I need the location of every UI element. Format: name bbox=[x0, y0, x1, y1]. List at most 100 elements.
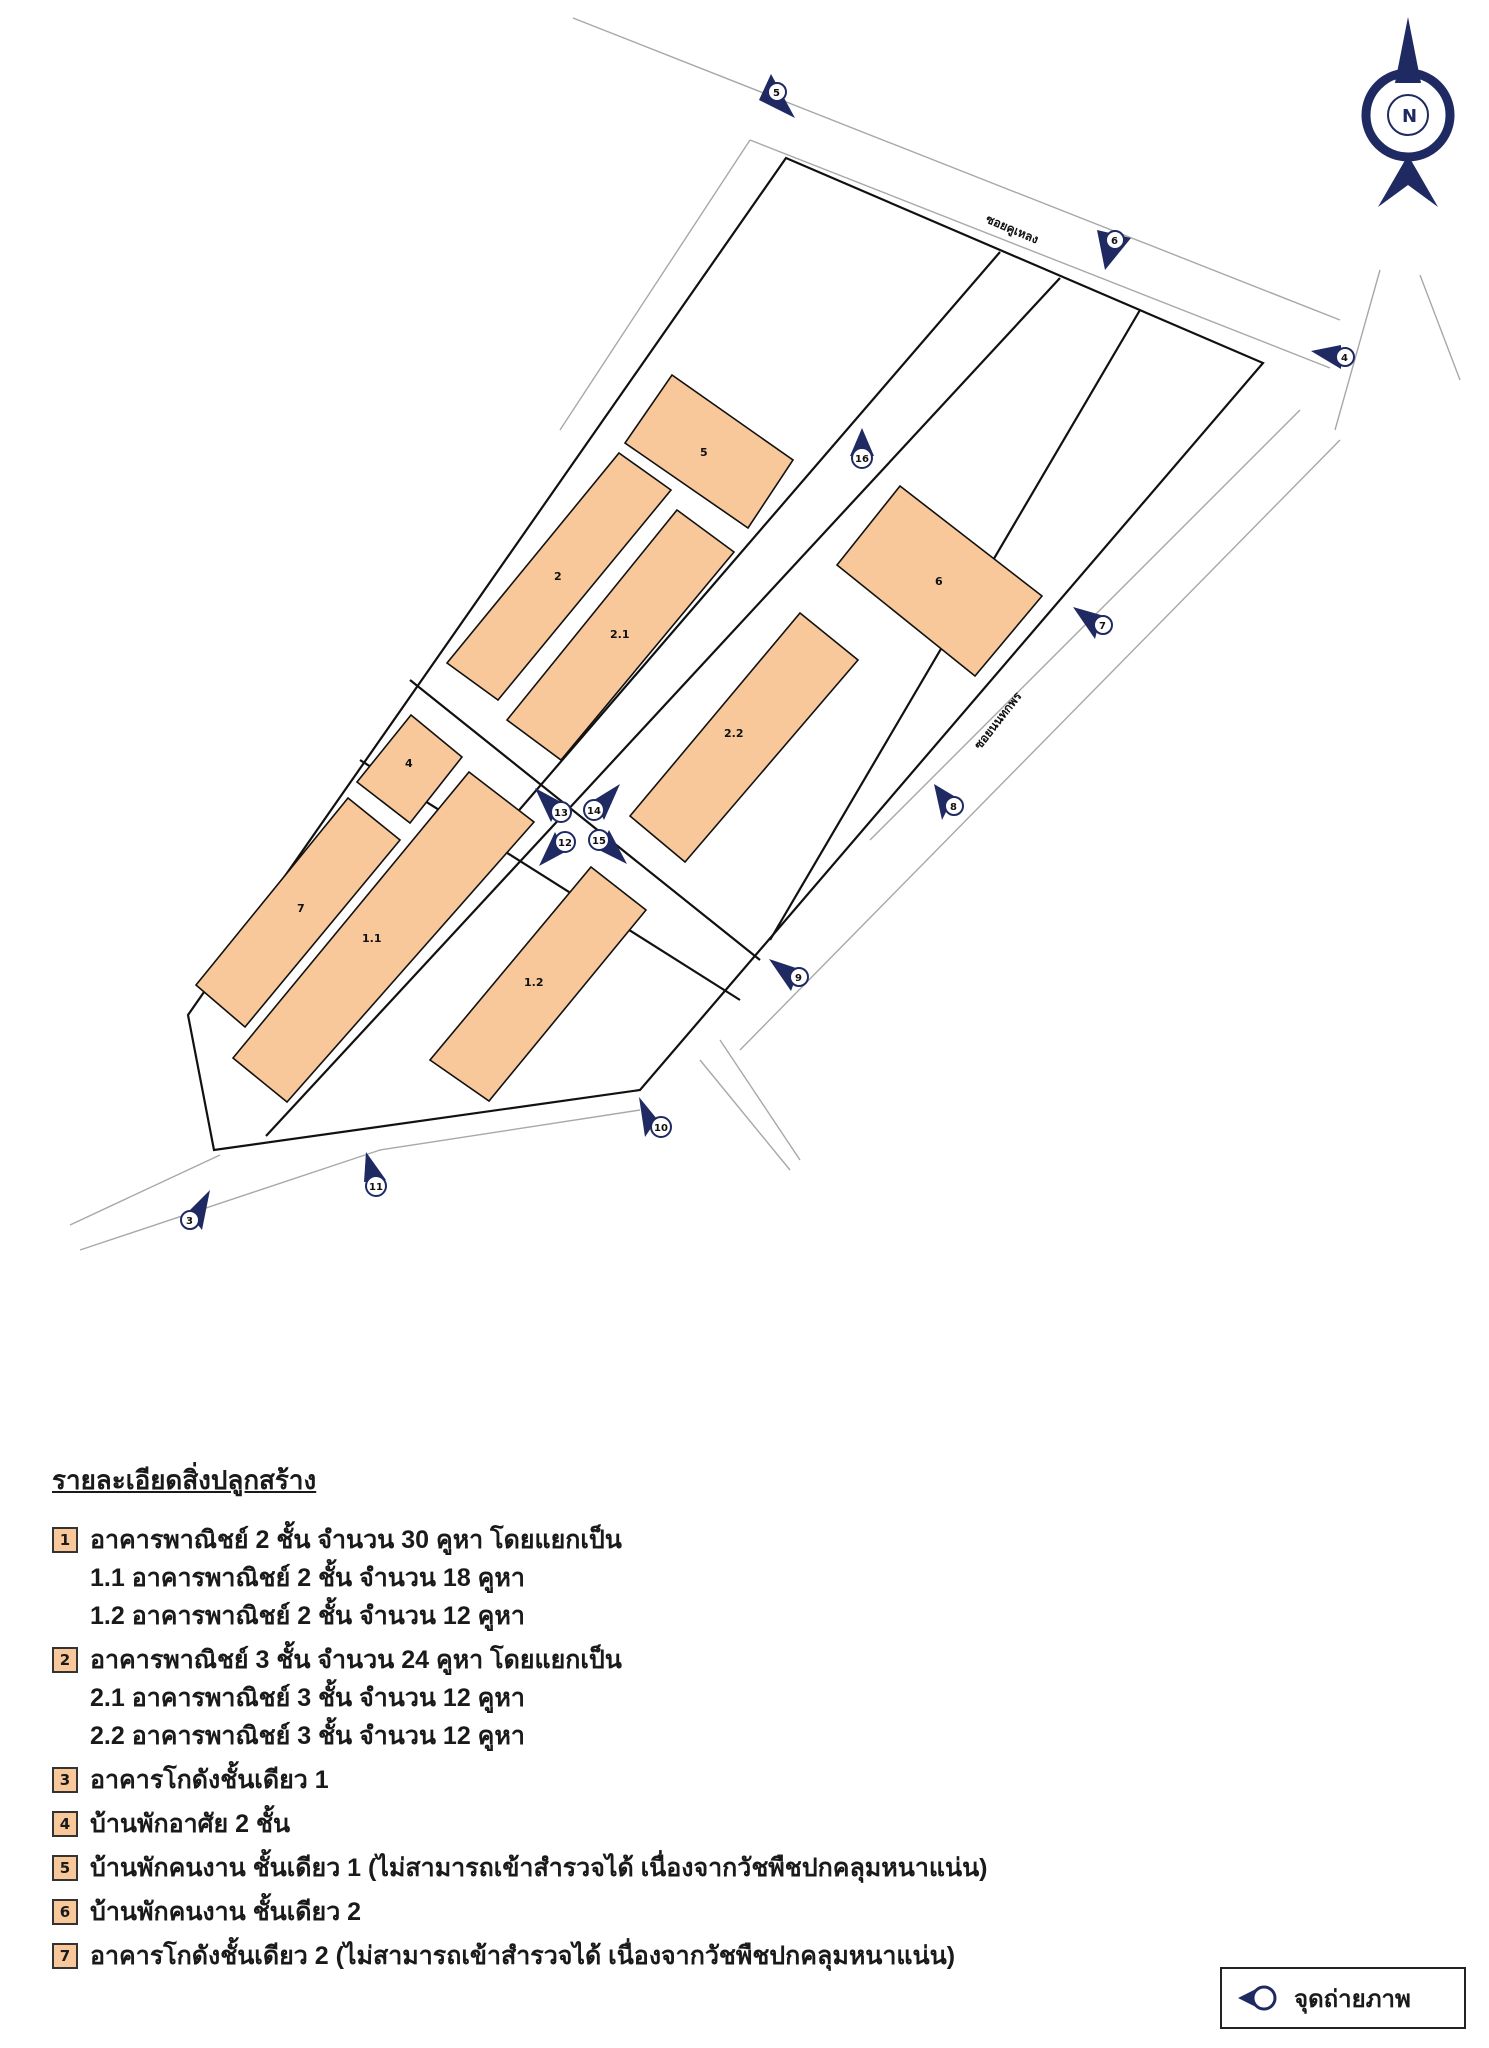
photo-point-9[interactable]: 9 bbox=[769, 959, 809, 991]
building-5[interactable] bbox=[623, 373, 795, 530]
svg-text:16: 16 bbox=[855, 454, 869, 465]
svg-text:13: 13 bbox=[554, 808, 568, 819]
west-edge-road bbox=[559, 139, 751, 431]
building-4-label: 4 bbox=[405, 757, 413, 770]
compass-tail bbox=[1378, 155, 1438, 207]
photo-point-4[interactable]: 4 bbox=[1311, 345, 1355, 369]
legend-num-4: 4 bbox=[52, 1811, 78, 1837]
compass-center bbox=[1387, 94, 1429, 136]
building-7-label: 7 bbox=[297, 902, 305, 915]
photo-point-14[interactable]: 14 bbox=[583, 784, 620, 821]
photo-point-6[interactable]: 6 bbox=[1097, 230, 1131, 270]
photo-point-8[interactable]: 8 bbox=[934, 784, 964, 820]
south-road-bottom-edge bbox=[79, 1109, 641, 1251]
legend-num-2: 2 bbox=[52, 1647, 78, 1673]
legend-label-4: บ้านพักอาศัย 2 ชั้น bbox=[90, 1810, 291, 1838]
legend-num-6: 6 bbox=[52, 1899, 78, 1925]
southeast-street-b bbox=[719, 1039, 801, 1161]
legend-title: รายละเอียดสิ่งปลูกสร้าง bbox=[52, 1465, 317, 1495]
svg-text:15: 15 bbox=[592, 836, 606, 847]
building-1-1[interactable] bbox=[231, 770, 536, 1104]
parcel-line-cross-1 bbox=[409, 679, 761, 961]
north-road-top-edge bbox=[572, 17, 1341, 321]
side-street-east-b bbox=[1419, 274, 1461, 381]
east-road-upper-edge bbox=[869, 409, 1301, 841]
legend-label-6: บ้านพักคนงาน ชั้นเดียว 2 bbox=[90, 1898, 362, 1926]
legend-num-1: 1 bbox=[52, 1527, 78, 1553]
parcel-line-b bbox=[265, 277, 1061, 1137]
photo-points: 5 6 4 16 7 8 9 bbox=[180, 74, 1355, 1230]
legend-label-5: บ้านพักคนงาน ชั้นเดียว 1 (ไม่สามารถเข้าส… bbox=[90, 1854, 988, 1882]
compass-north-arrow bbox=[1395, 17, 1421, 83]
photo-point-5[interactable]: 5 bbox=[759, 74, 795, 118]
building-2[interactable] bbox=[445, 451, 673, 702]
legend-label-1: อาคารพาณิชย์ 2 ชั้น จำนวน 30 คูหา โดยแยก… bbox=[90, 1526, 622, 1554]
legend-label-7: อาคารโกดังชั้นเดียว 2 (ไม่สามารถเข้าสำรว… bbox=[90, 1942, 956, 1970]
legend: รายละเอียดสิ่งปลูกสร้าง 1 อาคารพาณิชย์ 2… bbox=[52, 1460, 1152, 1975]
building-2-2-label: 2.2 bbox=[724, 727, 744, 740]
svg-text:8: 8 bbox=[950, 802, 957, 813]
legend-num-3: 3 bbox=[52, 1767, 78, 1793]
legend-sub-1-2: 1.2 อาคารพาณิชย์ 2 ชั้น จำนวน 12 คูหา bbox=[90, 1602, 525, 1630]
legend-num-5: 5 bbox=[52, 1855, 78, 1881]
east-road-label: ซอยนนทกพร bbox=[971, 689, 1024, 752]
photo-point-key-label: จุดถ่ายภาพ bbox=[1294, 1985, 1411, 2013]
photo-point-16[interactable]: 16 bbox=[850, 428, 874, 469]
roads bbox=[69, 17, 1461, 1251]
svg-text:12: 12 bbox=[558, 838, 572, 849]
legend-item-5: 5 บ้านพักคนงาน ชั้นเดียว 1 (ไม่สามารถเข้… bbox=[52, 1849, 1152, 1887]
building-1-1-label: 1.1 bbox=[362, 932, 382, 945]
legend-sub-2-2: 2.2 อาคารพาณิชย์ 3 ชั้น จำนวน 12 คูหา bbox=[90, 1722, 525, 1750]
buildings: 5 2 2.1 6 2.2 4 7 1.1 1.2 bbox=[194, 373, 1044, 1104]
photo-point-key: จุดถ่ายภาพ bbox=[1220, 1967, 1466, 2029]
svg-text:6: 6 bbox=[1111, 236, 1118, 247]
svg-text:7: 7 bbox=[1099, 621, 1106, 632]
building-5-label: 5 bbox=[700, 446, 708, 459]
photo-point-12[interactable]: 12 bbox=[539, 831, 576, 866]
side-street-east-a bbox=[1334, 269, 1381, 431]
building-2-2[interactable] bbox=[628, 611, 860, 864]
legend-label-3: อาคารโกดังชั้นเดียว 1 bbox=[90, 1766, 329, 1794]
building-6[interactable] bbox=[835, 484, 1044, 678]
legend-item-2: 2 อาคารพาณิชย์ 3 ชั้น จำนวน 24 คูหา โดยแ… bbox=[52, 1641, 1152, 1679]
legend-sub-2-1: 2.1 อาคารพาณิชย์ 3 ชั้น จำนวน 12 คูหา bbox=[90, 1684, 525, 1712]
svg-text:11: 11 bbox=[369, 1182, 383, 1193]
legend-sub-1-1: 1.1 อาคารพาณิชย์ 2 ชั้น จำนวน 18 คูหา bbox=[90, 1564, 525, 1592]
photo-point-15[interactable]: 15 bbox=[588, 829, 627, 864]
south-road-top-edge bbox=[69, 1154, 221, 1226]
legend-item-6: 6 บ้านพักคนงาน ชั้นเดียว 2 bbox=[52, 1893, 1152, 1931]
svg-text:4: 4 bbox=[1341, 353, 1348, 364]
photo-point-7[interactable]: 7 bbox=[1073, 607, 1113, 639]
building-4[interactable] bbox=[355, 713, 464, 825]
svg-text:14: 14 bbox=[587, 806, 601, 817]
svg-text:10: 10 bbox=[654, 1123, 668, 1134]
legend-item-1: 1 อาคารพาณิชย์ 2 ชั้น จำนวน 30 คูหา โดยแ… bbox=[52, 1521, 1152, 1559]
svg-text:9: 9 bbox=[795, 973, 802, 984]
building-2-1[interactable] bbox=[505, 508, 736, 762]
building-2-label: 2 bbox=[554, 570, 562, 583]
legend-item-3: 3 อาคารโกดังชั้นเดียว 1 bbox=[52, 1761, 1152, 1799]
north-compass: N bbox=[1361, 17, 1455, 207]
photo-point-13[interactable]: 13 bbox=[535, 788, 572, 823]
building-1-2-label: 1.2 bbox=[524, 976, 544, 989]
photo-point-3[interactable]: 3 bbox=[180, 1190, 210, 1230]
legend-item-7: 7 อาคารโกดังชั้นเดียว 2 (ไม่สามารถเข้าสำ… bbox=[52, 1937, 1152, 1975]
photo-point-11[interactable]: 11 bbox=[364, 1152, 387, 1197]
building-2-1-label: 2.1 bbox=[610, 628, 630, 641]
compass-n-label: N bbox=[1402, 106, 1417, 127]
legend-label-2: อาคารพาณิชย์ 3 ชั้น จำนวน 24 คูหา โดยแยก… bbox=[90, 1646, 622, 1674]
east-road-lower-edge bbox=[739, 439, 1341, 1051]
north-road-label: ซอยคูเหลง bbox=[983, 212, 1040, 248]
photo-point-key-icon bbox=[1238, 1985, 1277, 2011]
building-6-label: 6 bbox=[935, 575, 943, 588]
photo-point-10[interactable]: 10 bbox=[639, 1097, 672, 1138]
site-plan-map: 5 2 2.1 6 2.2 4 7 1.1 1.2 ซอยคูเหลง ซอยน… bbox=[69, 17, 1461, 1251]
building-7[interactable] bbox=[194, 796, 402, 1029]
svg-text:3: 3 bbox=[186, 1216, 193, 1227]
southeast-street-a bbox=[699, 1059, 791, 1171]
svg-text:5: 5 bbox=[773, 88, 780, 99]
building-1-2[interactable] bbox=[428, 865, 648, 1103]
north-road-bottom-edge bbox=[749, 139, 1331, 369]
legend-num-7: 7 bbox=[52, 1943, 78, 1969]
legend-item-4: 4 บ้านพักอาศัย 2 ชั้น bbox=[52, 1805, 1152, 1843]
